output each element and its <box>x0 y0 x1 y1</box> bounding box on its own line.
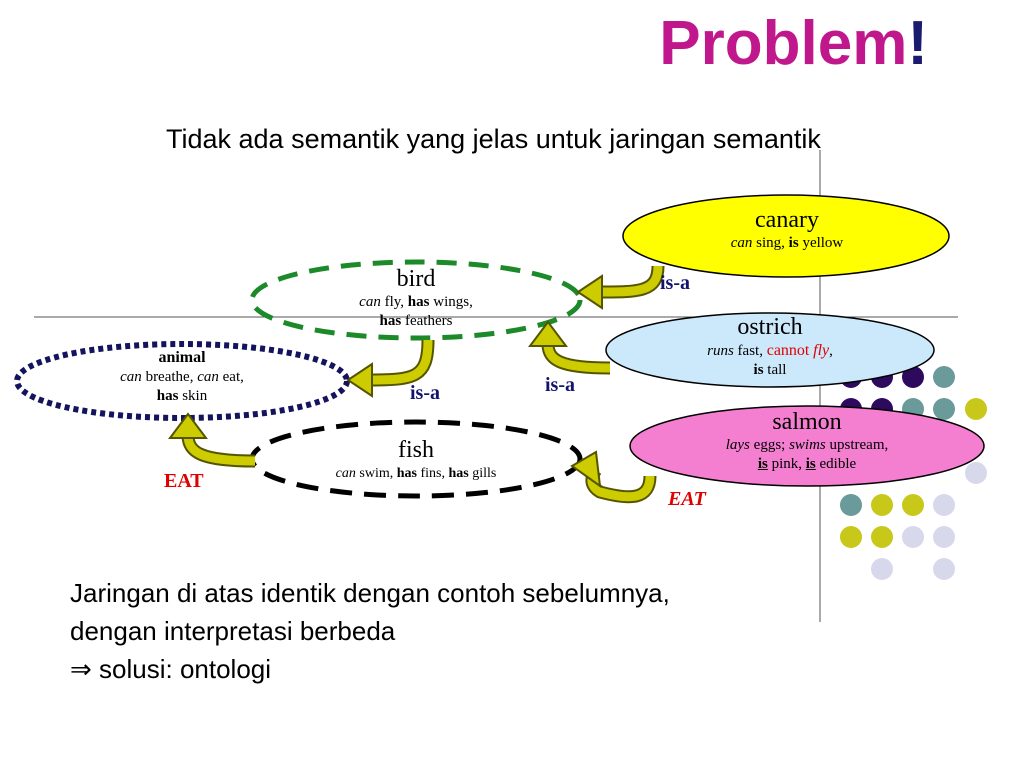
footer-line-3: ⇒ solusi: ontologi <box>70 654 272 685</box>
animal-attributes-1: can breathe, can eat, <box>120 369 244 385</box>
slide-subtitle: Tidak ada semantik yang jelas untuk jari… <box>166 124 821 154</box>
footer-line-1: Jaringan di atas identik dengan contoh s… <box>70 578 670 608</box>
salmon-attributes-1: lays eggs; swims upstream, <box>725 437 889 453</box>
ostrich-node-shape <box>605 312 935 388</box>
arrow-salmon-to-fish <box>570 450 657 504</box>
salmon-node: salmon lays eggs; swims upstream, is pin… <box>680 408 934 474</box>
decor-dot <box>871 526 893 548</box>
ostrich-attributes-1: runs fast, cannot fly, <box>707 342 833 359</box>
footer-line-2: dengan interpretasi berbeda <box>70 616 396 646</box>
bird-node: bird can fly, has wings, has feathers <box>300 265 532 331</box>
decor-dot <box>902 526 924 548</box>
canary-attributes: can sing, is yellow <box>730 235 844 251</box>
fish-node: fish can swim, has fins, has gills <box>296 436 536 483</box>
edge-label-bird-animal: is-a <box>410 382 440 404</box>
decor-dot <box>933 398 955 420</box>
edge-label-fish-animal: EAT <box>164 470 204 492</box>
arrow-canary-to-bird <box>576 265 665 310</box>
decor-dot <box>965 398 987 420</box>
edge-label-ostrich-bird: is-a <box>545 374 575 396</box>
edge-label-canary-bird: is-a <box>660 272 690 294</box>
decor-dot <box>933 526 955 548</box>
footer-text: Jaringan di atas identik dengan contoh s… <box>70 574 670 689</box>
animal-name: animal <box>158 349 206 366</box>
ostrich-name: ostrich <box>737 314 803 340</box>
bird-node-shape <box>249 259 583 341</box>
decor-dot <box>840 494 862 516</box>
ostrich-attributes-2: is tall <box>753 362 787 378</box>
arrow-bird-to-animal <box>346 339 435 398</box>
canary-node: canary can sing, is yellow <box>662 206 912 253</box>
fish-name: fish <box>398 437 434 463</box>
title-exclamation: ! <box>907 9 928 78</box>
decor-dot <box>902 366 924 388</box>
decor-dot <box>933 494 955 516</box>
decor-dot <box>933 366 955 388</box>
edge-label-salmon-fish: EAT <box>668 488 706 510</box>
slide-title: Problem! <box>0 8 928 79</box>
arrow-fish-to-animal <box>168 412 256 468</box>
decor-dot <box>965 462 987 484</box>
canary-name: canary <box>755 207 819 233</box>
decor-dot <box>902 494 924 516</box>
animal-node: animal can breathe, can eat, has skin <box>66 348 298 406</box>
bird-name: bird <box>396 266 436 292</box>
salmon-node-shape <box>629 405 985 487</box>
decor-dot <box>840 526 862 548</box>
decor-dot <box>871 558 893 580</box>
salmon-attributes-2: is pink, is edible <box>757 456 857 472</box>
arrow-ostrich-to-bird <box>528 320 611 375</box>
bird-attributes-1: can fly, has wings, <box>359 294 473 310</box>
salmon-name: salmon <box>772 409 842 435</box>
animal-attributes-2: has skin <box>156 388 208 404</box>
decor-dot <box>871 494 893 516</box>
animal-node-shape <box>14 341 350 421</box>
title-text: Problem <box>659 9 908 78</box>
ostrich-node: ostrich runs fast, cannot fly, is tall <box>652 313 888 380</box>
implies-arrow-icon: ⇒ <box>70 655 92 685</box>
bird-attributes-2: has feathers <box>379 313 453 329</box>
fish-attributes: can swim, has fins, has gills <box>335 466 497 481</box>
canary-node-shape <box>622 194 950 278</box>
decor-dot <box>933 558 955 580</box>
